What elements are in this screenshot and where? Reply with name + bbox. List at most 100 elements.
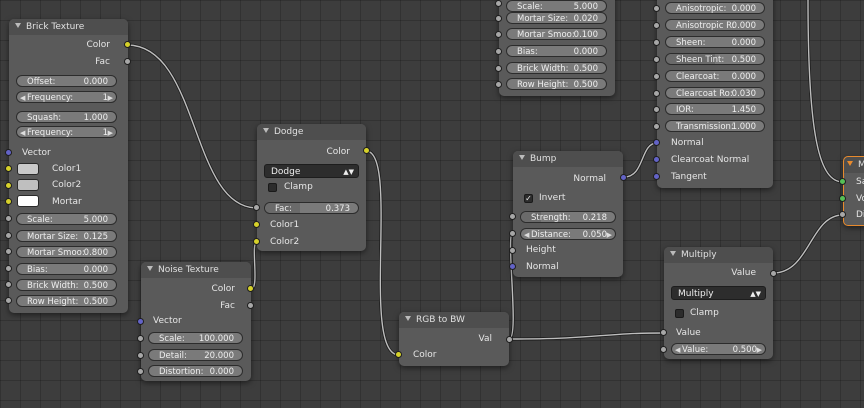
vector-input-socket[interactable] [5, 149, 12, 156]
sheen-input-socket[interactable] [653, 39, 660, 46]
brick-width-input-socket[interactable] [5, 281, 12, 288]
scale-field[interactable]: Scale:100.000 [148, 332, 243, 344]
rgb-to-bw-node[interactable]: RGB to BW Val Color [399, 312, 509, 366]
anisotropic-rotation-field[interactable]: Anisotropic R:0.000 [665, 19, 765, 31]
multiply-math-node[interactable]: Multiply Value Multiply▲▼ Clamp Value ◀V… [664, 247, 773, 359]
tangent-input-socket[interactable] [653, 173, 660, 180]
bias-input-socket[interactable] [5, 265, 12, 272]
clamp-checkbox[interactable] [675, 309, 684, 318]
increment-arrow-icon[interactable]: ▶ [107, 129, 113, 137]
dodge-header[interactable]: Dodge [257, 124, 366, 140]
clearcoat-input-socket[interactable] [653, 73, 660, 80]
row-height-input-socket[interactable] [5, 297, 12, 304]
math-operation-dropdown[interactable]: Multiply▲▼ [671, 286, 766, 300]
scale-input-socket[interactable] [5, 215, 12, 222]
material-output-header[interactable]: M [844, 157, 864, 173]
bias-field[interactable]: Bias:0.000 [16, 263, 117, 275]
mortar-size-field[interactable]: Mortar Size:0.020 [506, 12, 607, 24]
sheen-field[interactable]: Sheen:0.000 [665, 36, 765, 48]
collapse-icon[interactable] [15, 23, 21, 28]
normal-input-socket[interactable] [653, 139, 660, 146]
clearcoat-roughness-field[interactable]: Clearcoat Ro:0.030 [665, 87, 765, 99]
mortar-size-input-socket[interactable] [495, 15, 502, 22]
principled-bsdf-node[interactable]: Anisotropic:0.000 Anisotropic R:0.000 Sh… [657, 0, 773, 188]
distortion-input-socket[interactable] [137, 368, 144, 375]
offset-field[interactable]: Offset:0.000 [16, 75, 117, 87]
surface-input-socket[interactable] [839, 178, 846, 185]
clearcoat-roughness-input-socket[interactable] [653, 90, 660, 97]
dodge-mix-node[interactable]: Dodge Color Dodge▲▼ Clamp Fac:0.373 Colo… [257, 124, 366, 251]
volume-input-socket[interactable] [839, 195, 846, 202]
brick-width-field[interactable]: Brick Width:0.500 [16, 279, 117, 291]
strength-input-socket[interactable] [509, 213, 516, 220]
increment-arrow-icon[interactable]: ▶ [756, 346, 762, 354]
bias-field[interactable]: Bias:0.000 [506, 45, 607, 57]
displacement-input-socket[interactable] [839, 211, 846, 218]
color2-input-socket[interactable] [5, 182, 12, 189]
mortar-smooth-input-socket[interactable] [495, 31, 502, 38]
normal-input-socket[interactable] [509, 263, 516, 270]
squash-frequency-field[interactable]: ◀Frequency:1▶ [16, 126, 117, 138]
decrement-arrow-icon[interactable]: ◀ [20, 129, 26, 137]
mortar-input-socket[interactable] [5, 198, 12, 205]
input-socket[interactable] [495, 0, 502, 7]
mortar-size-input-socket[interactable] [5, 232, 12, 239]
height-input-socket[interactable] [509, 247, 516, 254]
distance-input-socket[interactable] [509, 230, 516, 237]
detail-input-socket[interactable] [137, 352, 144, 359]
anisotropic-rotation-input-socket[interactable] [653, 22, 660, 29]
decrement-arrow-icon[interactable]: ◀ [675, 346, 681, 354]
brick-width-input-socket[interactable] [495, 65, 502, 72]
anisotropic-input-socket[interactable] [653, 5, 660, 12]
row-height-field[interactable]: Row Height:0.500 [16, 295, 117, 307]
transmission-input-socket[interactable] [653, 123, 660, 130]
color1-swatch[interactable] [17, 163, 39, 175]
color-output-socket[interactable] [363, 147, 370, 154]
mortar-smooth-field[interactable]: Mortar Smoo:0.100 [506, 28, 607, 40]
brick-width-field[interactable]: Brick Width:0.500 [506, 62, 607, 74]
normal-output-socket[interactable] [620, 174, 627, 181]
anisotropic-field[interactable]: Anisotropic:0.000 [665, 2, 765, 14]
brick-texture-node[interactable]: Brick Texture Color Fac Offset:0.000 ◀Fr… [9, 19, 128, 313]
transmission-field[interactable]: Transmission:1.000 [665, 120, 765, 132]
collapse-icon[interactable] [670, 251, 676, 256]
frequency-field[interactable]: ◀Frequency:1▶ [16, 91, 117, 103]
clearcoat-normal-input-socket[interactable] [653, 156, 660, 163]
invert-checkbox[interactable]: ✓ [524, 194, 533, 203]
multiply-header[interactable]: Multiply [664, 247, 773, 263]
color-output-socket[interactable] [247, 285, 254, 292]
color1-input-socket[interactable] [253, 221, 260, 228]
collapse-icon[interactable] [147, 266, 153, 271]
clearcoat-field[interactable]: Clearcoat:0.000 [665, 70, 765, 82]
increment-arrow-icon[interactable]: ▶ [606, 231, 612, 239]
distortion-field[interactable]: Distortion:0.000 [148, 365, 243, 377]
mortar-smooth-input-socket[interactable] [5, 248, 12, 255]
mortar-smooth-field[interactable]: Mortar Smoo:0.800 [16, 246, 117, 258]
decrement-arrow-icon[interactable]: ◀ [524, 231, 530, 239]
scale-field[interactable]: Scale:5.000 [506, 0, 607, 12]
sheen-tint-slider[interactable]: Sheen Tint:0.500 [665, 53, 765, 65]
fac-slider[interactable]: Fac:0.373 [264, 202, 359, 214]
color-output-socket[interactable] [124, 41, 131, 48]
bump-header[interactable]: Bump [513, 151, 623, 167]
row-height-input-socket[interactable] [495, 81, 502, 88]
strength-slider[interactable]: Strength:0.218 [520, 211, 616, 223]
material-output-node[interactable]: M Sa Vo Di [843, 156, 864, 226]
bump-node[interactable]: Bump Normal ✓ Invert Strength:0.218 ◀Dis… [513, 151, 623, 277]
decrement-arrow-icon[interactable]: ◀ [20, 94, 26, 102]
bias-input-socket[interactable] [495, 48, 502, 55]
collapse-icon[interactable] [263, 128, 269, 133]
noise-texture-header[interactable]: Noise Texture [141, 262, 251, 278]
increment-arrow-icon[interactable]: ▶ [107, 94, 113, 102]
rgb-to-bw-header[interactable]: RGB to BW [399, 312, 509, 328]
squash-field[interactable]: Squash:1.000 [16, 111, 117, 123]
value-input-socket[interactable] [660, 329, 667, 336]
scale-input-socket[interactable] [137, 335, 144, 342]
mortar-swatch[interactable] [17, 195, 39, 207]
color-input-socket[interactable] [395, 351, 402, 358]
color2-input-socket[interactable] [253, 238, 260, 245]
value-field[interactable]: ◀Value:0.500▶ [671, 343, 766, 355]
detail-field[interactable]: Detail:20.000 [148, 349, 243, 361]
noise-texture-node[interactable]: Noise Texture Color Fac Vector Scale:100… [141, 262, 251, 381]
distance-field[interactable]: ◀Distance:0.050▶ [520, 228, 616, 240]
